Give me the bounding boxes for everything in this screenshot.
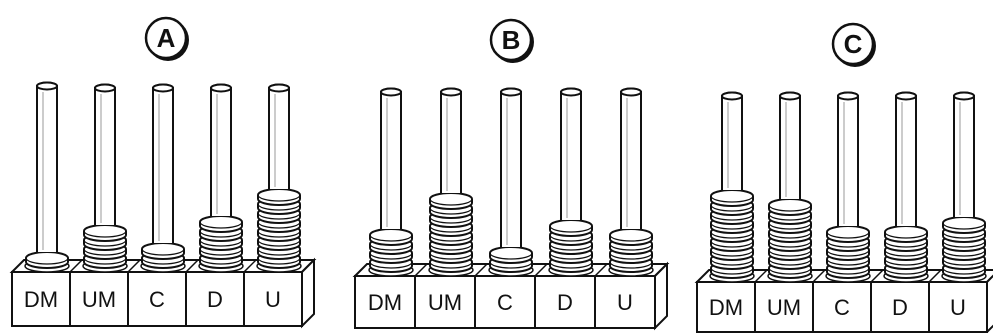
bead [83,224,127,242]
abacus-label: A [157,23,176,53]
bead [884,225,928,243]
place-label: UM [767,295,801,320]
column-um: UM [414,87,474,328]
column-u: U [928,91,987,332]
bead [710,189,754,207]
place-label: D [557,290,573,315]
bead [609,228,653,246]
column-d: D [534,87,594,328]
bead [25,251,69,269]
place-label: U [950,295,966,320]
column-c: C [127,83,186,326]
abacus-base [352,261,670,331]
place-label: U [617,290,633,315]
place-label: UM [428,290,462,315]
place-label: C [149,287,165,312]
place-label: C [834,295,850,320]
place-label: C [497,290,513,315]
abacus-label-badge: C [831,22,876,67]
abacus-label: B [502,25,521,55]
place-label: DM [709,295,743,320]
bead [141,242,185,260]
column-u: U [243,83,302,326]
bead [429,192,473,210]
place-label: UM [82,287,116,312]
column-d: D [185,83,244,326]
bead [257,188,301,206]
place-label: D [892,295,908,320]
bead [489,246,533,264]
bead [768,198,812,216]
abacus-label: C [844,29,863,59]
column-dm: DM [368,87,414,315]
place-label: DM [24,287,58,312]
place-label: U [265,287,281,312]
abacus-label-badge: A [144,16,189,61]
abacus-label-badge: B [489,18,534,63]
column-d: D [870,91,929,332]
column-um: UM [754,91,813,332]
bead [199,215,243,233]
abacus-a: A DM UM C D U [9,16,317,329]
abacus-b: B DM UM C D U [352,18,670,331]
column-u: U [594,87,654,328]
bead [942,216,986,234]
column-dm: DM [709,91,755,320]
abacus-c: C DM UM C D U [694,22,993,333]
bead [369,228,413,246]
place-label: D [207,287,223,312]
bead [549,219,593,237]
bead [826,225,870,243]
place-label: DM [368,290,402,315]
column-c: C [812,91,871,332]
column-dm: DM [24,81,70,312]
column-um: UM [69,83,128,326]
column-c: C [474,87,534,328]
